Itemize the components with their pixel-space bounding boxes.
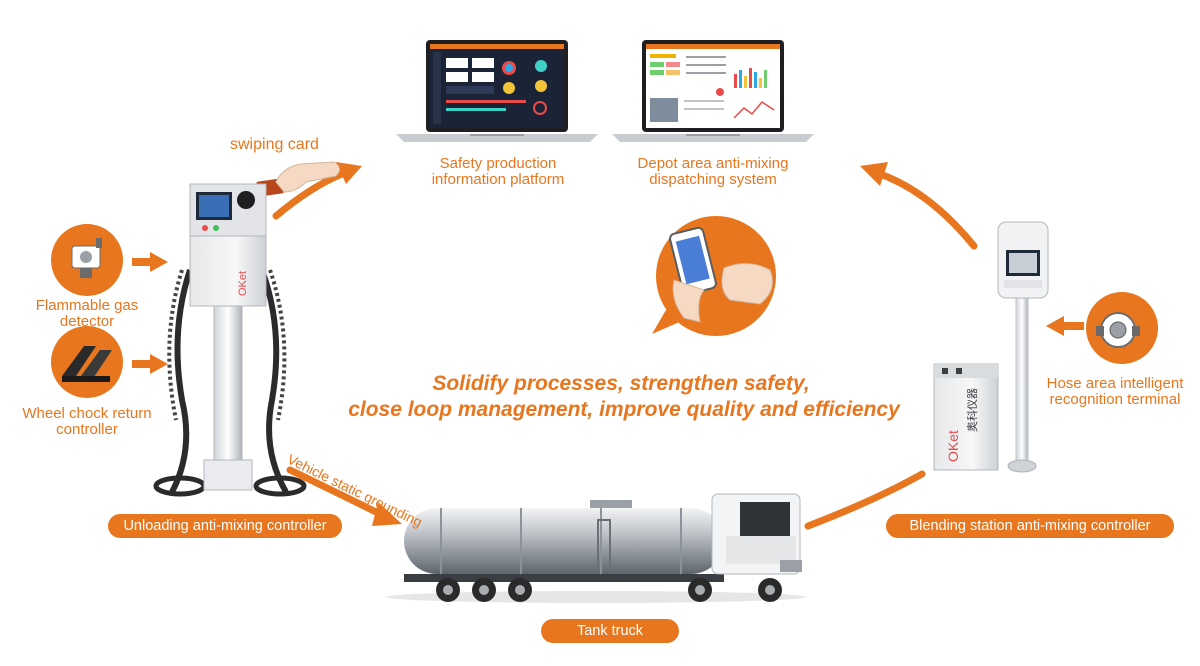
recognition-terminal-pole bbox=[997, 221, 1049, 473]
arrow-hose-to-terminal bbox=[1046, 316, 1084, 336]
tank-truck bbox=[386, 493, 806, 603]
label-gas-detector: Flammable gas detector bbox=[17, 298, 157, 330]
laptop-safety-platform bbox=[396, 40, 598, 142]
arrow-wheel-to-controller bbox=[132, 354, 168, 374]
label-safety-platform-line1: Safety production bbox=[439, 155, 557, 172]
wheel-chock-icon bbox=[51, 326, 123, 398]
label-depot-dispatching: Depot area anti-mixing dispatching syste… bbox=[628, 156, 798, 188]
label-depot-line2: dispatching system bbox=[649, 171, 777, 188]
label-wheel-chock: Wheel chock return controller bbox=[12, 406, 162, 438]
arrow-terminal-to-depot bbox=[860, 162, 978, 250]
controller-logo-text: OKet bbox=[237, 271, 249, 296]
unloading-controller-device: OKet bbox=[153, 183, 307, 497]
slogan-line2: close loop management, improve quality a… bbox=[348, 398, 900, 421]
label-swiping-card: swiping card bbox=[230, 136, 319, 153]
label-hose-line1: Hose area intelligent bbox=[1046, 375, 1184, 392]
arrow-gas-to-controller bbox=[132, 252, 168, 272]
label-safety-platform: Safety production information platform bbox=[418, 156, 578, 188]
pill-unloading-controller: Unloading anti-mixing controller bbox=[108, 514, 342, 538]
label-safety-platform-line2: information platform bbox=[431, 171, 565, 188]
blending-station-cabinet: OKet 奥科仪器 bbox=[933, 363, 999, 471]
label-wheel-line2: controller bbox=[56, 421, 118, 438]
label-hose-line2: recognition terminal bbox=[1049, 391, 1181, 408]
pill-tank-truck: Tank truck bbox=[541, 619, 679, 643]
label-hose-terminal: Hose area intelligent recognition termin… bbox=[1040, 376, 1190, 408]
arrow-controller-to-truck bbox=[286, 466, 402, 526]
label-wheel-line1: Wheel chock return bbox=[22, 405, 152, 422]
arrow-card-to-platform bbox=[272, 162, 362, 220]
cabinet-logo-cn-text: 奥科仪器 bbox=[965, 388, 979, 432]
pill-blending-controller: Blending station anti-mixing controller bbox=[886, 514, 1174, 538]
gas-detector-icon bbox=[51, 224, 123, 296]
phone-hand-icon bbox=[652, 216, 776, 336]
hose-reader-icon bbox=[1086, 292, 1158, 364]
laptop-depot-dispatching bbox=[612, 40, 814, 142]
label-gas-line2: detector bbox=[59, 313, 115, 330]
arrow-truck-to-blending bbox=[804, 470, 926, 530]
label-gas-line1: Flammable gas bbox=[35, 297, 139, 314]
slogan-line1: Solidify processes, strengthen safety, bbox=[432, 372, 810, 395]
cabinet-logo-text: OKet bbox=[945, 430, 961, 462]
label-depot-line1: Depot area anti-mixing bbox=[637, 155, 789, 172]
